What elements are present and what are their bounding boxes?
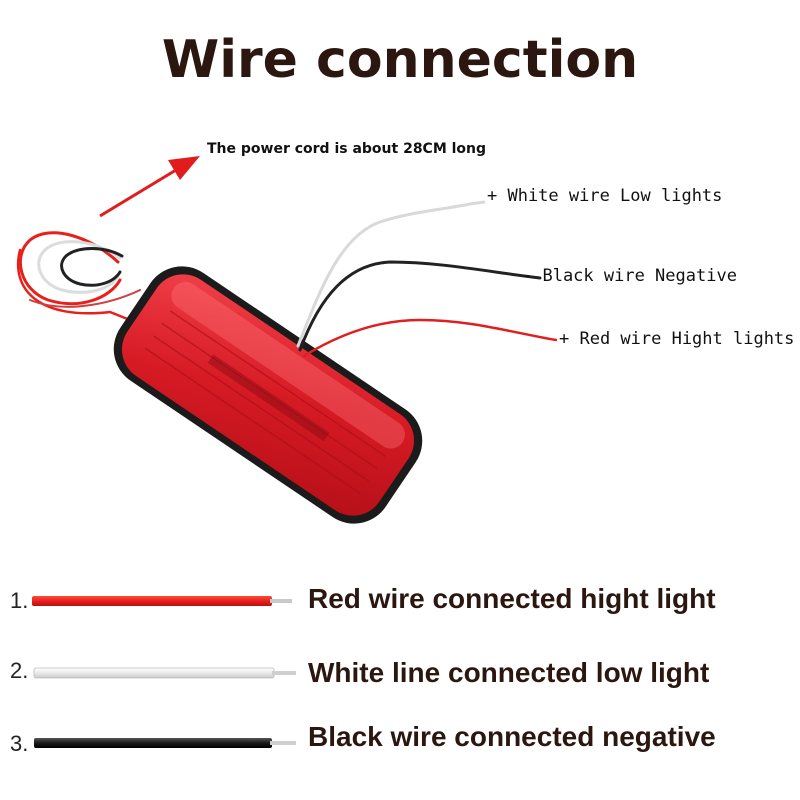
legend-number: 3.: [10, 731, 29, 756]
white-wire-label: + White wire Low lights: [487, 186, 723, 206]
arrow-icon: [99, 156, 200, 218]
red-wire-label: + Red wire Hight lights: [559, 329, 795, 349]
page-title: Wire connection: [161, 30, 639, 90]
side-marker-lamp: [113, 266, 423, 524]
legend-number: 2.: [10, 658, 29, 683]
black-wire-label: - Black wire Negative: [522, 266, 737, 286]
legend-wire-white: [33, 667, 296, 679]
legend-text-white: White line connected low light: [308, 657, 710, 688]
legend-number: 1.: [10, 588, 29, 613]
legend-text-black: Black wire connected negative: [308, 721, 716, 752]
legend-wire-red: [32, 596, 292, 606]
cord-loop: [16, 231, 141, 322]
legend-text-red: Red wire connected hight light: [308, 583, 716, 614]
cord-length-note: The power cord is about 28CM long: [207, 141, 487, 157]
legend-wire-black: [34, 738, 296, 748]
lamp-wires: [296, 200, 558, 358]
